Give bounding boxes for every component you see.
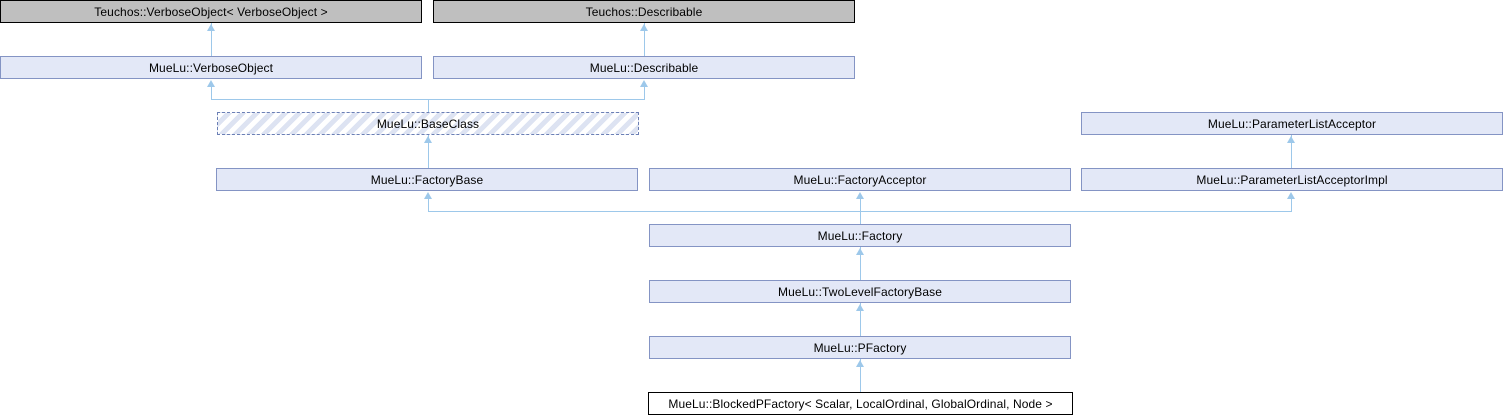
class-node-muelu-factory[interactable]: MueLu::Factory <box>649 224 1071 247</box>
class-node-muelu-twolevelfactorybase[interactable]: MueLu::TwoLevelFactoryBase <box>649 280 1071 303</box>
edge-baseclass-stem <box>428 99 429 112</box>
class-node-muelu-verboseobject[interactable]: MueLu::VerboseObject <box>0 56 422 79</box>
arrowhead-muelu-baseclass <box>424 136 432 143</box>
edge-baseclass-riser-left <box>211 86 212 99</box>
arrowhead-muelu-pfactory <box>856 360 864 367</box>
class-label: MueLu::FactoryBase <box>370 172 484 187</box>
arrowhead-muelu-parameterlistacceptor <box>1287 136 1295 143</box>
arrowhead-muelu-parameterlistacceptorimpl <box>1287 192 1295 199</box>
arrowhead-teuchos-describable <box>640 24 648 31</box>
class-node-muelu-parameterlistacceptorimpl[interactable]: MueLu::ParameterListAcceptorImpl <box>1081 168 1503 191</box>
edge-twolevelfactorybase-to-factory <box>860 247 861 280</box>
arrowhead-muelu-twolevelfactorybase <box>856 304 864 311</box>
class-label: MueLu::BaseClass <box>376 116 480 131</box>
edge-factory-riser-factorybase <box>428 198 429 211</box>
class-node-teuchos-verboseobject[interactable]: Teuchos::VerboseObject< VerboseObject > <box>0 0 422 23</box>
arrowhead-muelu-factoryacceptor <box>856 192 864 199</box>
class-label: Teuchos::Describable <box>585 4 703 19</box>
edge-describable-to-teuchos-describable <box>644 23 645 56</box>
class-node-muelu-parameterlistacceptor[interactable]: MueLu::ParameterListAcceptor <box>1081 112 1503 135</box>
class-node-muelu-factorybase[interactable]: MueLu::FactoryBase <box>216 168 638 191</box>
arrowhead-muelu-factorybase <box>424 192 432 199</box>
edge-blockedpfactory-to-pfactory <box>860 359 861 392</box>
edge-baseclass-riser-right <box>644 86 645 99</box>
class-label: MueLu::TwoLevelFactoryBase <box>777 284 942 299</box>
class-node-muelu-baseclass[interactable]: MueLu::BaseClass <box>217 112 639 135</box>
class-label: MueLu::ParameterListAcceptorImpl <box>1196 172 1388 187</box>
class-node-teuchos-describable[interactable]: Teuchos::Describable <box>433 0 855 23</box>
arrowhead-muelu-describable <box>640 80 648 87</box>
edge-factory-riser-factoryacceptor <box>860 198 861 211</box>
class-label: Teuchos::VerboseObject< VerboseObject > <box>94 4 328 19</box>
class-label: MueLu::BlockedPFactory< Scalar, LocalOrd… <box>668 396 1053 411</box>
edge-factory-stem <box>860 211 861 224</box>
class-label: MueLu::VerboseObject <box>148 60 274 75</box>
class-node-muelu-pfactory[interactable]: MueLu::PFactory <box>649 336 1071 359</box>
edge-verboseobject-to-teuchos-verboseobject <box>211 23 212 56</box>
edge-pfactory-to-twolevelfactorybase <box>860 303 861 336</box>
class-node-muelu-describable[interactable]: MueLu::Describable <box>433 56 855 79</box>
edge-factory-riser-plaimpl <box>1291 198 1292 211</box>
class-label: MueLu::FactoryAcceptor <box>793 172 927 187</box>
arrowhead-muelu-factory <box>856 248 864 255</box>
arrowhead-muelu-verboseobject <box>207 80 215 87</box>
class-label: MueLu::Factory <box>817 228 903 243</box>
edge-plaimpl-to-pla <box>1291 135 1292 168</box>
edge-factorybase-to-baseclass <box>428 135 429 168</box>
class-node-muelu-factoryacceptor[interactable]: MueLu::FactoryAcceptor <box>649 168 1071 191</box>
class-label: MueLu::ParameterListAcceptor <box>1207 116 1377 131</box>
class-node-muelu-blockedpfactory[interactable]: MueLu::BlockedPFactory< Scalar, LocalOrd… <box>648 392 1073 415</box>
class-label: MueLu::Describable <box>589 60 699 75</box>
class-label: MueLu::PFactory <box>813 340 907 355</box>
arrowhead-teuchos-verboseobject <box>207 24 215 31</box>
